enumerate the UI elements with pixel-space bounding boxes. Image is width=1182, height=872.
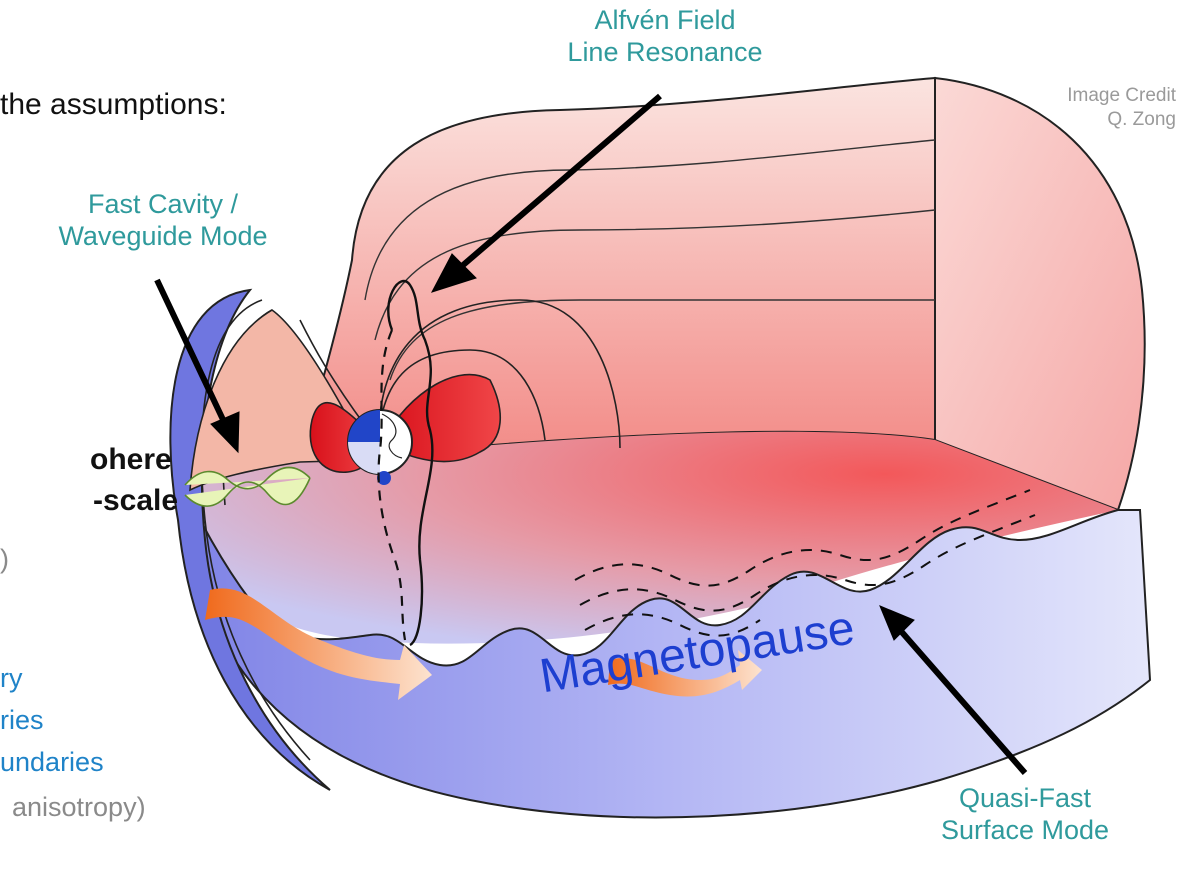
quasi-fast-label-line-2: Surface Mode	[880, 814, 1170, 846]
tail-side-face	[935, 78, 1145, 510]
image-credit-line-1: Image Credit	[1000, 84, 1176, 108]
quasi-fast-label-line-1: Quasi-Fast	[880, 782, 1170, 814]
slide-bold-line-1: ohere	[90, 443, 172, 477]
alfven-label-line-2: Line Resonance	[515, 36, 815, 68]
image-credit: Image Credit Q. Zong	[1000, 84, 1176, 132]
image-credit-line-2: Q. Zong	[1000, 108, 1176, 132]
slide-gray-line: anisotropy)	[12, 792, 146, 823]
slide-blue-line-3: undaries	[0, 747, 104, 778]
slide-blue-line-1: ry	[0, 663, 23, 694]
slide-blue-line-2: ries	[0, 705, 44, 736]
slide-intro-text: the assumptions:	[0, 88, 227, 122]
fast-cavity-label-line-1: Fast Cavity /	[18, 188, 308, 220]
slide-gray-paren: )	[0, 544, 9, 575]
slide-bold-line-2: -scale	[93, 484, 178, 518]
fast-cavity-label-line-2: Waveguide Mode	[18, 220, 308, 252]
fast-cavity-label: Fast Cavity / Waveguide Mode	[18, 188, 308, 252]
alfven-label-line-1: Alfvén Field	[515, 4, 815, 36]
alfven-resonance-label: Alfvén Field Line Resonance	[515, 4, 815, 68]
quasi-fast-label: Quasi-Fast Surface Mode	[880, 782, 1170, 846]
